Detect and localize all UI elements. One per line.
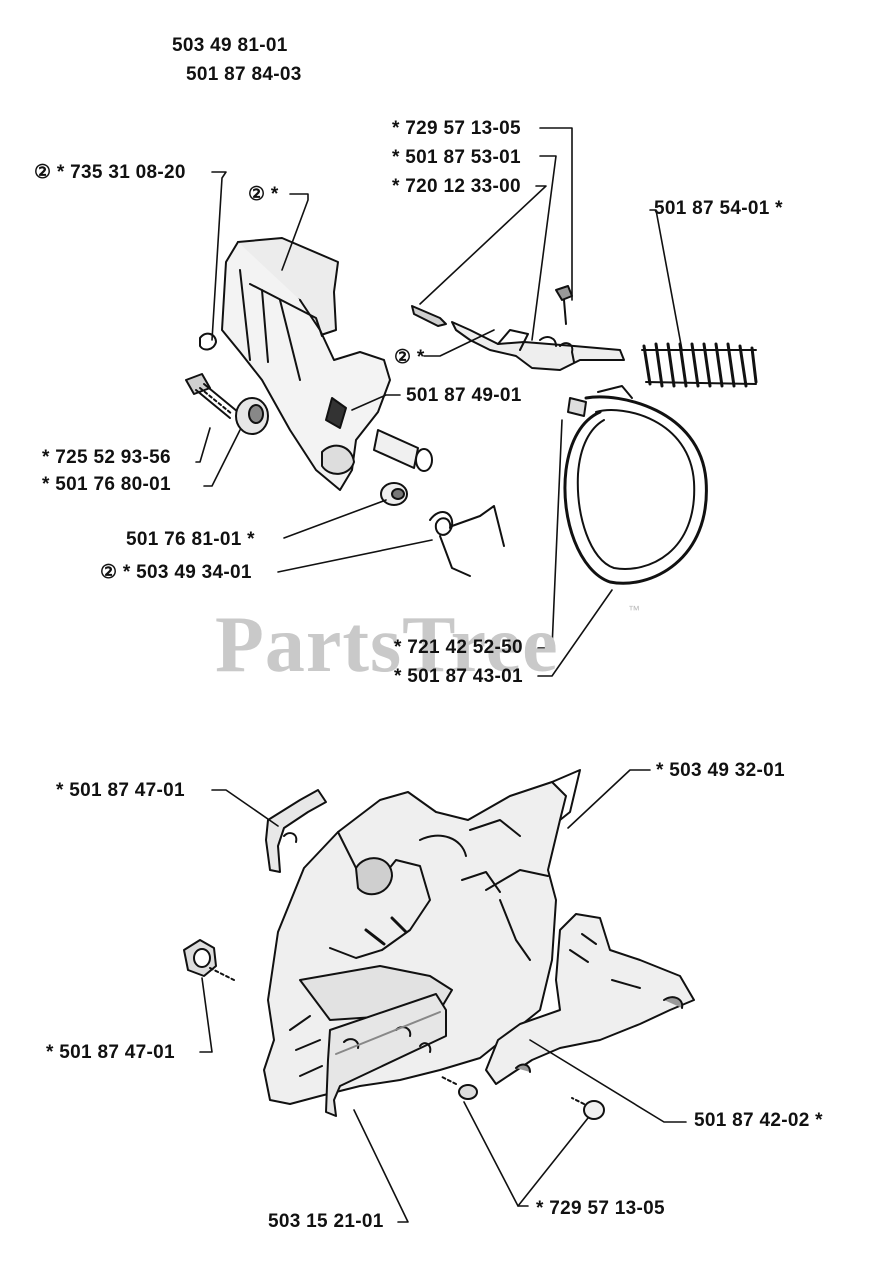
header-number-1: 503 49 81-01: [172, 35, 288, 56]
guard-part: [485, 913, 695, 1085]
part-label-501-76-80-01: * 501 76 80-01: [42, 474, 171, 495]
part-label-503-15-21-01: 503 15 21-01: [268, 1211, 384, 1232]
part-label-503-49-34-01: ② * 503 49 34-01: [100, 562, 252, 583]
brake-band-part: [563, 385, 708, 585]
part-label-729-57-13-05-upper: * 729 57 13-05: [392, 118, 521, 139]
part-label-lever-note: ② *: [394, 347, 425, 368]
pin-part: [373, 429, 433, 472]
compression-spring-part: [641, 342, 758, 388]
part-label-501-87-53-01: * 501 87 53-01: [392, 147, 521, 168]
part-label-501-76-81-01: 501 76 81-01 *: [126, 529, 255, 550]
leader-lines-upper: [195, 127, 683, 677]
washer-part: [235, 397, 269, 435]
clip-part: [199, 332, 217, 351]
part-label-503-49-32-01: * 503 49 32-01: [656, 760, 785, 781]
bushing-part: [380, 482, 408, 506]
part-label-501-87-49-01: 501 87 49-01: [406, 385, 522, 406]
part-label-bracket-note: ② *: [248, 184, 279, 205]
screw-part: [439, 1075, 605, 1120]
part-label-501-87-54-01: 501 87 54-01 *: [654, 198, 783, 219]
header-number-2: 501 87 84-03: [186, 64, 302, 85]
part-label-501-87-47-01-nut: * 501 87 47-01: [46, 1042, 175, 1063]
part-label-501-87-43-01: * 501 87 43-01: [394, 666, 523, 687]
leader-lines-lower: [199, 769, 687, 1223]
cover-plate-part: [325, 993, 447, 1117]
part-label-501-87-47-01-clip: * 501 87 47-01: [56, 780, 185, 801]
nut-part: [183, 939, 235, 981]
part-label-725-52-93-56: * 725 52 93-56: [42, 447, 171, 468]
brake-bracket-part: [221, 237, 391, 491]
part-label-729-57-13-05-lower: * 729 57 13-05: [536, 1198, 665, 1219]
trademark-symbol: ™: [628, 603, 640, 617]
part-label-720-12-33-00: * 720 12 33-00: [392, 176, 521, 197]
part-label-721-42-52-50: * 721 42 52-50: [394, 637, 523, 658]
bolt-part: [185, 373, 239, 419]
watermark: PartsTree: [215, 601, 559, 689]
trigger-lever-part: [411, 285, 625, 371]
part-label-735-31-08-20: ② * 735 31 08-20: [34, 162, 186, 183]
guide-clip-part: [265, 789, 327, 873]
torsion-spring-part: [429, 505, 505, 577]
part-label-501-87-42-02: 501 87 42-02 *: [694, 1110, 823, 1131]
